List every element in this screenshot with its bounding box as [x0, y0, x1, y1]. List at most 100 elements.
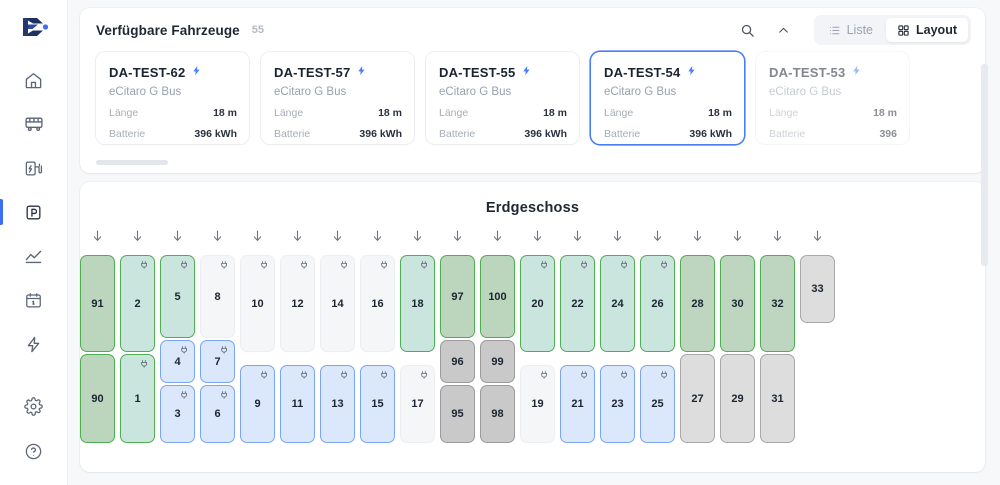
parking-slot-label: 4 [174, 355, 181, 368]
parking-slot[interactable]: 9 [240, 365, 275, 443]
parking-slot-label: 27 [691, 392, 704, 405]
sidebar-item-energy[interactable] [0, 326, 67, 362]
search-button[interactable] [738, 20, 758, 40]
tab-liste[interactable]: Liste [817, 18, 884, 42]
parking-slot[interactable]: 99 [480, 340, 515, 383]
parking-slot[interactable]: 23 [600, 365, 635, 443]
home-icon [25, 72, 42, 88]
plug-icon [221, 346, 227, 354]
bolt-icon [27, 336, 40, 352]
parking-slot[interactable]: 30 [720, 255, 755, 352]
parking-slot-label: 10 [251, 297, 264, 310]
parking-slot[interactable]: 28 [680, 255, 715, 352]
parking-slot[interactable]: 19 [520, 365, 555, 443]
parking-slot[interactable]: 21 [560, 365, 595, 443]
vehicles-hscrollbar-thumb[interactable] [96, 160, 168, 165]
parking-slot[interactable]: 96 [440, 340, 475, 383]
sidebar-item-settings[interactable] [0, 388, 67, 424]
sidebar-item-analytics[interactable] [0, 238, 67, 274]
collapse-button[interactable] [774, 20, 794, 40]
sidebar-item-charging[interactable] [0, 150, 67, 186]
parking-slot[interactable]: 95 [440, 385, 475, 443]
direction-arrow [491, 228, 507, 246]
sidebar-nav [0, 62, 67, 362]
parking-slot[interactable]: 26 [640, 255, 675, 352]
sidebar-item-darkmode[interactable] [0, 478, 67, 485]
plug-icon [621, 261, 627, 269]
spec-value-battery: 396 kWh [524, 128, 567, 140]
parking-slot[interactable]: 7 [200, 340, 235, 383]
parking-slot[interactable]: 91 [80, 255, 115, 352]
parking-slot[interactable]: 6 [200, 385, 235, 443]
parking-slot[interactable]: 33 [800, 255, 835, 323]
parking-slot[interactable]: 29 [720, 354, 755, 443]
direction-arrow [611, 228, 627, 246]
parking-slot[interactable]: 4 [160, 340, 195, 383]
parking-slot[interactable]: 32 [760, 255, 795, 352]
parking-slot[interactable]: 10 [240, 255, 275, 352]
parking-slot-label: 90 [91, 392, 104, 405]
parking-slot[interactable]: 2 [120, 255, 155, 352]
sidebar-item-vehicles[interactable] [0, 106, 67, 142]
parking-slot[interactable]: 98 [480, 385, 515, 443]
parking-slot[interactable]: 24 [600, 255, 635, 352]
spec-label-battery: Batterie [769, 128, 806, 140]
direction-arrow [571, 228, 587, 246]
app-logo[interactable] [14, 14, 54, 40]
parking-slot[interactable]: 1 [120, 354, 155, 443]
parking-slot[interactable]: 31 [760, 354, 795, 443]
parking-slot[interactable]: 90 [80, 354, 115, 443]
parking-slot[interactable]: 22 [560, 255, 595, 352]
parking-slot[interactable]: 16 [360, 255, 395, 352]
parking-slot[interactable]: 97 [440, 255, 475, 338]
parking-slot[interactable]: 14 [320, 255, 355, 352]
bolt-icon [358, 65, 366, 76]
parking-slot[interactable]: 15 [360, 365, 395, 443]
parking-slot-label: 29 [731, 392, 744, 405]
parking-slot[interactable]: 100 [480, 255, 515, 338]
plug-icon [181, 391, 187, 399]
arrow-down-icon [733, 230, 742, 241]
parking-slot[interactable]: 20 [520, 255, 555, 352]
parking-slot[interactable]: 8 [200, 255, 235, 338]
sidebar-item-help[interactable] [0, 433, 67, 469]
parking-slot[interactable]: 12 [280, 255, 315, 352]
parking-slot-label: 8 [214, 290, 221, 303]
plug-icon [221, 391, 227, 399]
parking-slot[interactable]: 18 [400, 255, 435, 352]
vehicles-hscrollbar[interactable] [96, 160, 326, 165]
tab-liste-label: Liste [846, 23, 874, 37]
parking-slot[interactable]: 11 [280, 365, 315, 443]
direction-arrow [331, 228, 347, 246]
parking-slot-label: 1 [134, 392, 141, 405]
parking-slot[interactable]: 13 [320, 365, 355, 443]
sidebar-item-parking[interactable] [0, 194, 67, 230]
parking-slot[interactable]: 17 [400, 365, 435, 443]
bolt-icon [853, 65, 861, 76]
spec-label-length: Länge [439, 107, 469, 119]
parking-slot[interactable]: 3 [160, 385, 195, 443]
parking-slot[interactable]: 27 [680, 354, 715, 443]
sidebar-item-schedule[interactable] [0, 282, 67, 318]
parking-slot[interactable]: 5 [160, 255, 195, 338]
help-icon [25, 443, 42, 459]
tab-layout[interactable]: Layout [886, 18, 968, 42]
spec-value-battery: 396 [879, 128, 897, 140]
tab-layout-label: Layout [916, 23, 957, 37]
arrow-down-icon [173, 230, 182, 241]
page-vscrollbar-thumb[interactable] [981, 64, 988, 266]
bolt-icon [688, 65, 696, 76]
parking-slot[interactable]: 25 [640, 365, 675, 443]
sidebar-item-home[interactable] [0, 62, 67, 98]
parking-slot-label: 33 [811, 283, 824, 295]
